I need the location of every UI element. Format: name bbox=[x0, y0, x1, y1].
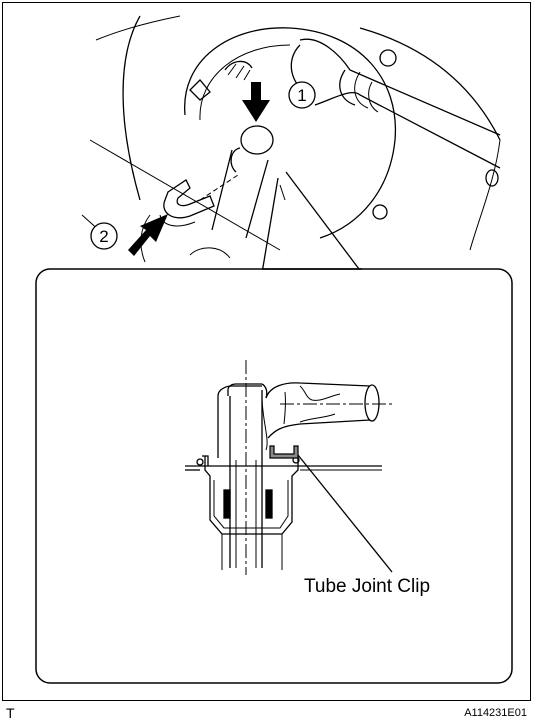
arrow-2-icon bbox=[128, 214, 168, 256]
callout-2: 2 bbox=[90, 222, 118, 250]
svg-text:2: 2 bbox=[99, 227, 108, 246]
arrow-1-icon bbox=[242, 82, 270, 122]
tube-joint-clip-label: Tube Joint Clip bbox=[304, 576, 430, 597]
corner-letter: T bbox=[6, 705, 15, 721]
detail-box bbox=[35, 268, 513, 684]
figure-frame bbox=[2, 2, 531, 701]
callout-1: 1 bbox=[288, 81, 316, 109]
svg-text:1: 1 bbox=[297, 86, 306, 105]
tube-joint-clip bbox=[269, 445, 299, 459]
clip-leader-line bbox=[297, 454, 393, 573]
upper-view bbox=[81, 15, 501, 263]
detail-cross-section bbox=[185, 360, 395, 575]
zoom-lines bbox=[261, 171, 363, 274]
figure-code: A114231E01 bbox=[464, 707, 527, 719]
